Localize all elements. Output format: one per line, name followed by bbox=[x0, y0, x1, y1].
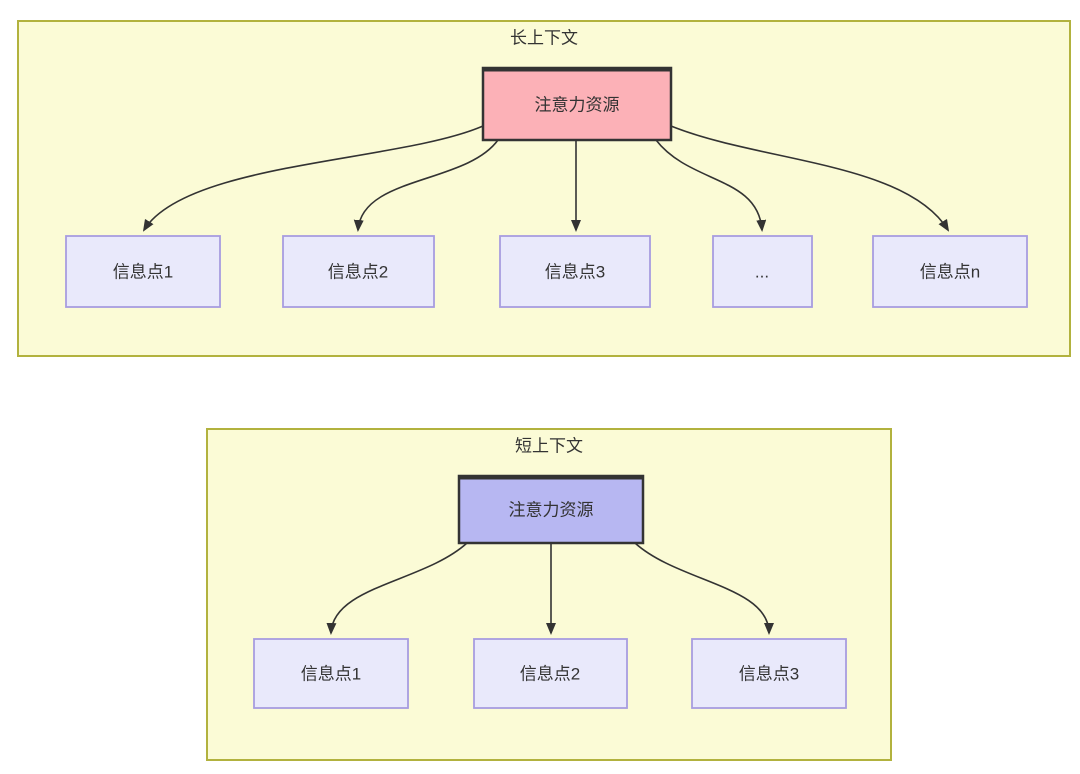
long-attention-node: 注意力资源 bbox=[481, 66, 673, 142]
long-attention-label: 注意力资源 bbox=[535, 96, 620, 115]
long-info-box-ellipsis-border bbox=[712, 235, 813, 308]
long-context-section: 长上下文 注意力资源 信息点1 信息点2 信息点3 bbox=[17, 20, 1071, 357]
short-info-box-1-border bbox=[253, 638, 409, 709]
long-info-box-1-border bbox=[65, 235, 221, 308]
short-info-box-2-border bbox=[473, 638, 628, 709]
long-info-box-1 bbox=[66, 236, 220, 307]
arrow-long-to-info-n bbox=[670, 125, 950, 232]
long-info-box-ellipsis bbox=[713, 236, 812, 307]
long-info-label-1: 信息点1 bbox=[113, 263, 173, 282]
long-info-label-ellipsis: ... bbox=[755, 263, 769, 282]
long-context-arrows bbox=[142, 125, 950, 232]
long-context-title: 长上下文 bbox=[510, 29, 578, 48]
arrow-short-to-info3 bbox=[634, 542, 774, 635]
short-context-section: 短上下文 注意力资源 信息点1 信息点2 信息点3 bbox=[206, 428, 892, 761]
long-info-label-3: 信息点3 bbox=[545, 263, 605, 282]
short-info-box-3 bbox=[692, 639, 846, 708]
short-context-title: 短上下文 bbox=[515, 437, 583, 456]
long-attention-box bbox=[483, 68, 671, 140]
long-info-box-2-border bbox=[282, 235, 435, 308]
long-info-box-n-border bbox=[872, 235, 1028, 308]
short-info-box-2 bbox=[474, 639, 627, 708]
short-info-label-2: 信息点2 bbox=[520, 665, 580, 684]
short-info-label-1: 信息点1 bbox=[301, 665, 361, 684]
short-info-nodes: 信息点1 信息点2 信息点3 bbox=[253, 638, 847, 709]
arrow-short-to-info1 bbox=[326, 542, 468, 635]
short-attention-box bbox=[459, 476, 643, 543]
long-info-label-2: 信息点2 bbox=[328, 263, 388, 282]
long-info-nodes: 信息点1 信息点2 信息点3 ... 信息点n bbox=[65, 235, 1028, 308]
short-info-box-3-border bbox=[691, 638, 847, 709]
arrow-long-to-info-ellipsis bbox=[655, 139, 767, 232]
arrow-long-to-info1 bbox=[142, 125, 484, 232]
short-attention-node: 注意力资源 bbox=[457, 474, 645, 545]
short-info-label-3: 信息点3 bbox=[739, 665, 799, 684]
long-info-label-n: 信息点n bbox=[920, 263, 980, 282]
long-info-box-3 bbox=[500, 236, 650, 307]
long-info-box-n bbox=[873, 236, 1027, 307]
long-info-box-2 bbox=[283, 236, 434, 307]
short-context-arrows bbox=[326, 542, 774, 635]
long-context-container-border bbox=[17, 20, 1071, 357]
short-attention-label: 注意力资源 bbox=[509, 501, 594, 520]
short-context-container-border bbox=[206, 428, 892, 761]
short-info-box-1 bbox=[254, 639, 408, 708]
long-info-box-3-border bbox=[499, 235, 651, 308]
arrow-long-to-info2 bbox=[353, 139, 499, 232]
